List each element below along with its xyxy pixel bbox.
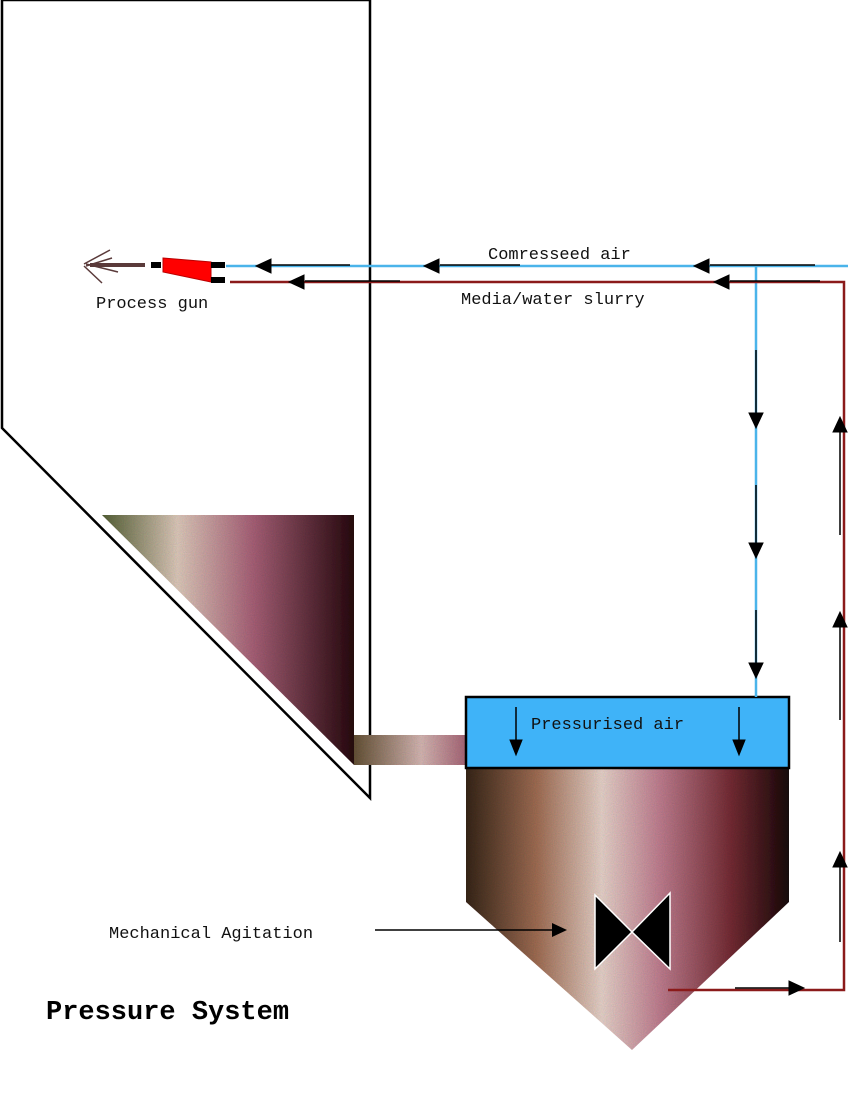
pressurised-air-chamber [464, 695, 791, 770]
blast-booth-outline [0, 0, 372, 802]
process-gun-icon [83, 249, 225, 284]
media-hopper [102, 515, 354, 765]
diagram-title: Pressure System [46, 998, 289, 1028]
agitation-pointer-arrow [375, 923, 567, 937]
agitator-icon [594, 891, 671, 971]
agitation-label: Mechanical Agitation [109, 925, 313, 944]
compressed-air-label: Comresseed air [488, 246, 631, 265]
process-gun-label: Process gun [96, 295, 208, 314]
pressure-tank [466, 768, 789, 1050]
pressurised-air-label: Pressurised air [531, 716, 684, 735]
hopper-feed-pipe [354, 735, 466, 765]
flow-arrows [254, 258, 848, 996]
pressurised-air-arrows [509, 707, 746, 757]
slurry-label: Media/water slurry [461, 291, 645, 310]
slurry-line [230, 280, 846, 992]
